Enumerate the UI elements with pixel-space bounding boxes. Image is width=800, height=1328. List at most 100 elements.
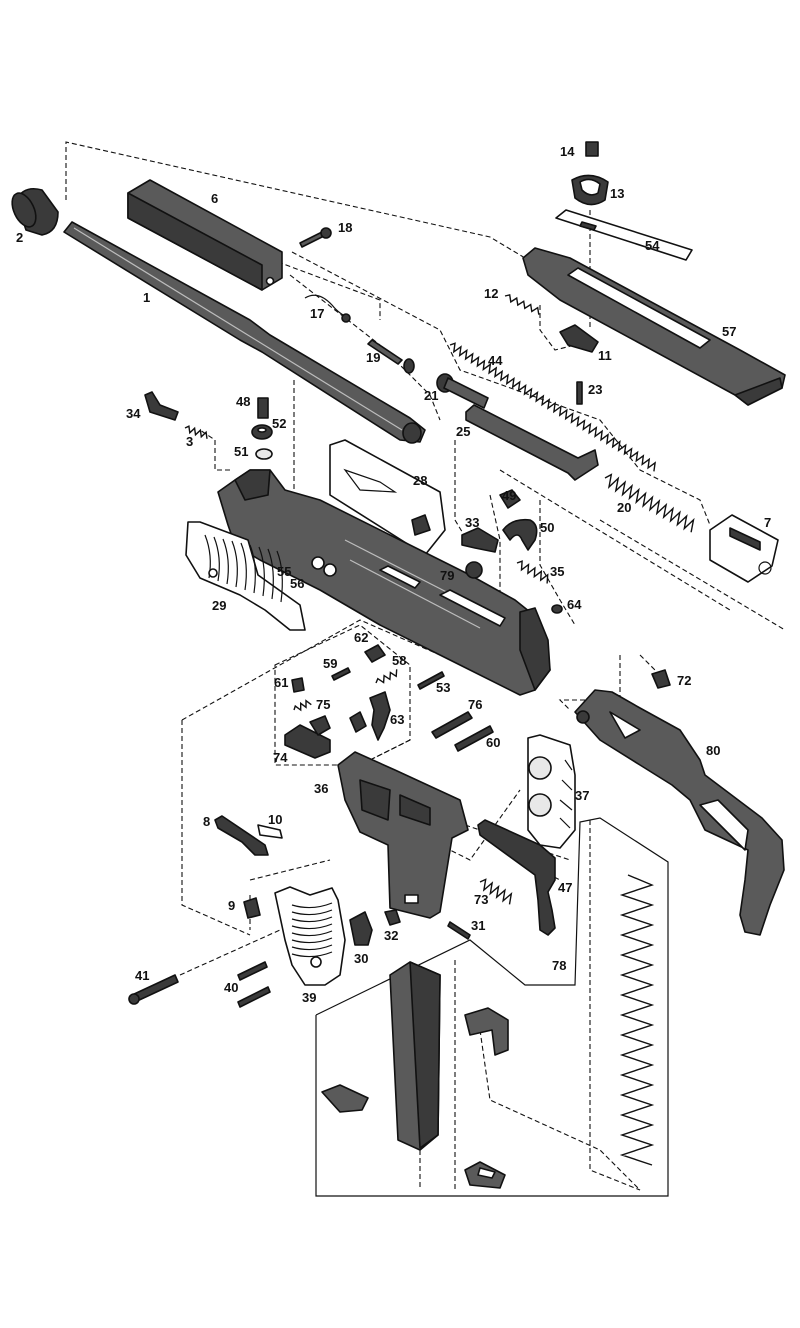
part-75-spring xyxy=(293,699,312,712)
grip-29-rib xyxy=(222,538,229,585)
label-part-32: 32 xyxy=(384,928,398,943)
label-part-28: 28 xyxy=(413,473,427,488)
grip-39-rib xyxy=(291,937,333,944)
label-part-29: 29 xyxy=(212,598,226,613)
part-74-assembly xyxy=(284,715,331,759)
part-12-spring xyxy=(504,294,540,315)
label-part-7: 7 xyxy=(764,515,771,530)
label-part-41: 41 xyxy=(135,968,149,983)
label-part-61: 61 xyxy=(274,675,288,690)
label-part-31: 31 xyxy=(471,918,485,933)
part-40-pins xyxy=(237,961,271,1008)
label-part-58: 58 xyxy=(392,653,406,668)
grip-29-rib xyxy=(213,536,220,582)
part-52-nut xyxy=(251,424,273,440)
part-51-washer xyxy=(255,448,273,460)
label-part-12: 12 xyxy=(484,286,498,301)
part-64-washer xyxy=(551,604,563,614)
part-50-clip xyxy=(502,518,538,551)
label-part-76: 76 xyxy=(468,697,482,712)
grip-39-rib xyxy=(291,923,333,930)
label-part-13: 13 xyxy=(610,186,624,201)
part-23-pin xyxy=(576,381,583,405)
part-9-block xyxy=(243,897,261,919)
label-part-55: 55 xyxy=(277,564,291,579)
label-part-52: 52 xyxy=(272,416,286,431)
part-44-recoil-spring xyxy=(449,342,657,472)
grip-29-texture xyxy=(204,534,283,603)
part-80-stock xyxy=(574,689,785,936)
label-part-62: 62 xyxy=(354,630,368,645)
label-part-53: 53 xyxy=(436,680,450,695)
label-part-23: 23 xyxy=(588,382,602,397)
part-34-lever xyxy=(144,391,179,421)
label-part-18: 18 xyxy=(338,220,352,235)
part-14-screw xyxy=(585,141,599,157)
part-28-bolt xyxy=(329,439,446,556)
magazine-follower xyxy=(464,1007,509,1056)
label-part-44: 44 xyxy=(488,353,503,368)
part-receiver xyxy=(217,469,551,696)
label-part-56: 56 xyxy=(290,576,304,591)
part-6-top-cover xyxy=(127,179,283,291)
grip-39-rib xyxy=(291,944,333,951)
label-part-36: 36 xyxy=(314,781,328,796)
label-part-25: 25 xyxy=(456,424,470,439)
part-2-barrel-nut xyxy=(11,187,59,236)
label-part-3: 3 xyxy=(186,434,193,449)
grip-29-rib xyxy=(267,548,274,600)
label-part-74: 74 xyxy=(273,750,288,765)
magazine-spring xyxy=(619,874,655,1166)
part-31-pin xyxy=(447,921,471,940)
part-11-latch xyxy=(559,324,599,353)
part-61 xyxy=(291,677,305,693)
part-33-sear xyxy=(461,527,499,553)
grip-29-rib xyxy=(240,542,247,591)
part-53-pin xyxy=(417,671,445,690)
part-35-spring xyxy=(516,560,549,584)
part-39-grip-panel xyxy=(274,886,346,986)
label-part-60: 60 xyxy=(486,735,500,750)
label-part-73: 73 xyxy=(474,892,488,907)
label-part-33: 33 xyxy=(465,515,479,530)
label-part-17: 17 xyxy=(310,306,324,321)
label-part-72: 72 xyxy=(677,673,691,688)
label-part-49: 49 xyxy=(502,488,516,503)
label-part-51: 51 xyxy=(234,444,248,459)
label-part-40: 40 xyxy=(224,980,238,995)
label-part-20: 20 xyxy=(617,500,631,515)
grip-39-rib xyxy=(291,951,333,958)
part-59-pin xyxy=(331,667,351,681)
label-part-48: 48 xyxy=(236,394,250,409)
part-21-guide-rod xyxy=(436,373,489,409)
grip-29-rib xyxy=(231,540,238,588)
part-76-pin xyxy=(431,711,473,739)
part-41-pin xyxy=(128,974,179,1005)
label-part-47: 47 xyxy=(558,880,572,895)
part-73-spring xyxy=(479,878,513,905)
magazine-floor xyxy=(464,1161,506,1189)
part-29-grip xyxy=(185,521,306,631)
label-part-10: 10 xyxy=(268,812,282,827)
label-part-30: 30 xyxy=(354,951,368,966)
label-part-14: 14 xyxy=(560,144,575,159)
part-49-nub xyxy=(499,489,521,509)
part-62 xyxy=(364,644,386,663)
grip-29-rib xyxy=(276,550,283,603)
grip-39-texture xyxy=(291,902,333,958)
label-part-78: 78 xyxy=(552,958,566,973)
part-10-clip xyxy=(257,824,283,839)
part-18-screw xyxy=(299,227,332,248)
part-47-lever xyxy=(477,819,556,936)
label-part-75: 75 xyxy=(316,697,330,712)
part-37-grip-panel xyxy=(527,734,576,849)
part-57-cover xyxy=(522,247,786,406)
label-part-6: 6 xyxy=(211,191,218,206)
grip-29-rib xyxy=(258,546,265,597)
part-13-sight xyxy=(571,174,609,206)
part-54-plate xyxy=(555,209,693,261)
label-part-11: 11 xyxy=(598,348,612,363)
magazine-group-outline xyxy=(315,817,669,1197)
magazine-base-plate xyxy=(321,1084,369,1113)
